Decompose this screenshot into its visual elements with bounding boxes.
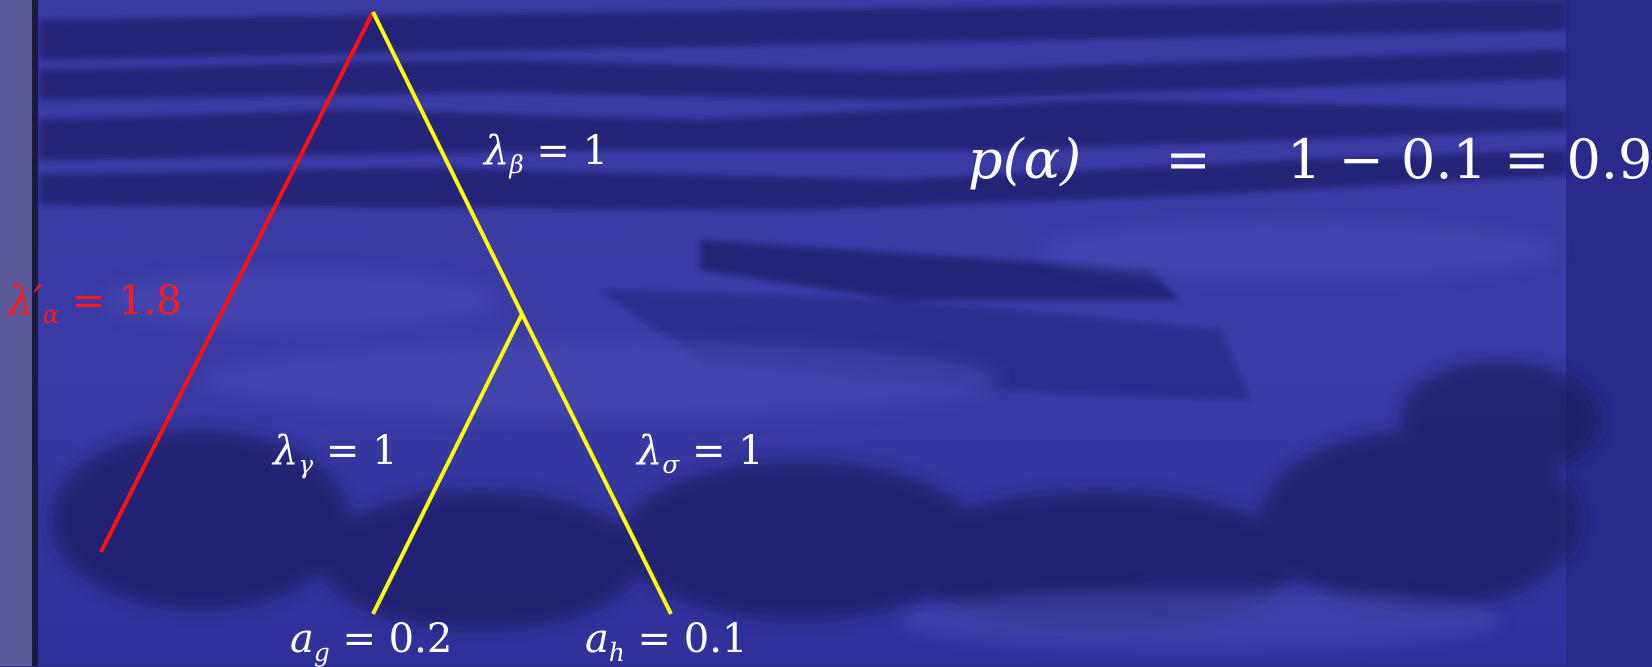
equation-equals: =	[1165, 128, 1211, 191]
branch-alpha	[99, 11, 375, 553]
equation-rhs: 1 − 0.1 = 0.9	[1287, 128, 1652, 191]
label-lambda-gamma: λγ = 1	[273, 428, 398, 479]
equation-lhs: p(α)	[968, 128, 1082, 191]
label-lambda-beta: λβ = 1	[484, 128, 609, 179]
probability-equation: p(α) = 1 − 0.1 = 0.9	[968, 128, 1652, 191]
branch-beta	[371, 11, 524, 315]
branch-gamma	[371, 313, 524, 615]
branch-sigma	[520, 313, 673, 615]
label-lambda-alpha: λ′α = 1.8	[8, 278, 182, 329]
label-a-g: ag = 0.2	[290, 616, 453, 667]
label-lambda-sigma: λσ = 1	[637, 428, 764, 479]
label-a-h: ah = 0.1	[585, 616, 748, 667]
snow-landscape-background	[0, 0, 1600, 666]
